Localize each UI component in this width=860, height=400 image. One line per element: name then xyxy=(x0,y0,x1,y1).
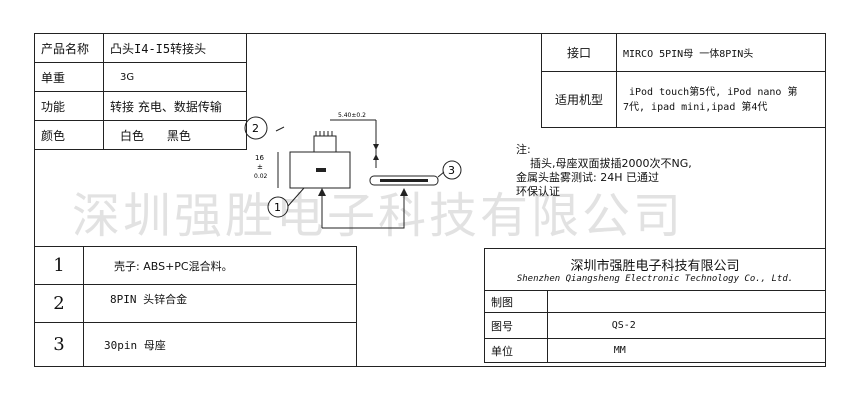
parts-table: 1 壳子: ABS+PC混合料。 2 8PIN 头锌合金 3 30pin 母座 xyxy=(34,246,357,367)
interface-table: 接口 MIRCO 5PIN母 一体8PIN头 适用机型 iPod touch第5… xyxy=(541,33,826,128)
arrow-line xyxy=(322,190,405,229)
callout-1-circle xyxy=(267,196,289,218)
company-cell: 深圳市强胜电子科技有限公司 Shenzhen Qiangsheng Electr… xyxy=(484,248,826,291)
title-row: 制图 xyxy=(484,290,827,313)
callout-1-leader xyxy=(287,187,305,207)
interface-row: 接口 MIRCO 5PIN母 一体8PIN头 xyxy=(541,33,826,72)
callout-2-label: 2 xyxy=(252,122,259,135)
part-desc: 壳子: ABS+PC混合料。 xyxy=(83,246,357,285)
dim-arrow-icon xyxy=(373,144,379,150)
models-row: 适用机型 iPod touch第5代, iPod nano 第 7代, ipad… xyxy=(541,71,826,128)
company-row: 深圳市强胜电子科技有限公司 Shenzhen Qiangsheng Electr… xyxy=(484,248,826,291)
callout-3-label: 3 xyxy=(448,164,455,177)
title-block: 深圳市强胜电子科技有限公司 Shenzhen Qiangsheng Electr… xyxy=(484,248,827,363)
spec-value-function: 转接 充电、数据传输 xyxy=(103,91,247,121)
spec-label-weight: 单重 xyxy=(34,62,104,92)
spec-table: 产品名称 凸头I4-I5转接头 单重 3G 功能 转接 充电、数据传输 颜色 白… xyxy=(34,33,247,150)
watermark-text: 深圳强胜电子科技有限公司 xyxy=(72,188,685,244)
spec-label-color: 颜色 xyxy=(34,120,104,150)
spec-value-color: 白色 黑色 xyxy=(103,120,247,150)
title-value-drawer xyxy=(546,290,827,313)
part-number: 3 xyxy=(34,322,84,367)
dim-arrow-icon xyxy=(373,154,379,160)
models-line-1: iPod touch第5代, iPod nano 第 xyxy=(629,86,798,98)
part-number: 1 xyxy=(34,246,84,285)
notes-line-1: 插头,母座双面拔插2000次不NG, xyxy=(530,157,692,170)
part-desc: 8PIN 头锌合金 xyxy=(83,284,357,323)
port-slot xyxy=(316,168,326,172)
socket-pins xyxy=(380,179,428,182)
spec-row: 单重 3G xyxy=(34,62,247,92)
plug-pins xyxy=(315,131,333,136)
title-row: 单位 MM xyxy=(484,338,827,363)
title-label-drawer: 制图 xyxy=(484,290,548,313)
dim-side-a: 16 xyxy=(255,154,264,162)
notes-line-3: 环保认证 xyxy=(516,185,560,198)
company-name-cn: 深圳市强胜电子科技有限公司 xyxy=(570,259,740,274)
models-value: iPod touch第5代, iPod nano 第 7代, ipad mini… xyxy=(616,71,826,128)
drawing-frame xyxy=(34,33,826,367)
callout-1-label: 1 xyxy=(274,201,281,214)
part-row: 3 30pin 母座 xyxy=(34,322,357,367)
spec-row: 颜色 白色 黑色 xyxy=(34,120,247,150)
dim-side-b: ± xyxy=(257,163,263,171)
callout-3-circle xyxy=(442,160,462,180)
part-number: 2 xyxy=(34,284,84,323)
arrow-up-icon xyxy=(400,188,408,196)
title-label-drawing-no: 图号 xyxy=(484,312,548,339)
notes-block: 注: 插头,母座双面拔插2000次不NG, 金属头盐雾测试: 24H 已通过 环… xyxy=(516,143,692,199)
models-label: 适用机型 xyxy=(541,71,617,128)
callout-2-circle xyxy=(244,116,268,140)
title-label-unit: 单位 xyxy=(484,338,548,363)
spec-row: 功能 转接 充电、数据传输 xyxy=(34,91,247,121)
part-row: 1 壳子: ABS+PC混合料。 xyxy=(34,246,357,285)
part-desc: 30pin 母座 xyxy=(83,322,357,367)
title-value-drawing-no: QS-2 xyxy=(546,312,827,339)
dim-top-label: 5.40±0.2 xyxy=(338,112,366,119)
title-value-unit: MM xyxy=(546,338,827,363)
arrow-up-icon xyxy=(318,188,326,196)
dim-side-c: 0.02 xyxy=(254,173,268,180)
callout-2-leader xyxy=(275,126,285,132)
part-row: 2 8PIN 头锌合金 xyxy=(34,284,357,323)
notes-line-2: 金属头盐雾测试: 24H 已通过 xyxy=(516,171,659,184)
plug-head xyxy=(313,135,337,153)
models-line-2: 7代, ipad mini,ipad 第4代 xyxy=(623,101,768,113)
company-name-en: Shenzhen Qiangsheng Electronic Technolog… xyxy=(516,274,794,284)
title-row: 图号 QS-2 xyxy=(484,312,827,339)
spec-label-function: 功能 xyxy=(34,91,104,121)
notes-title: 注: xyxy=(516,143,531,156)
